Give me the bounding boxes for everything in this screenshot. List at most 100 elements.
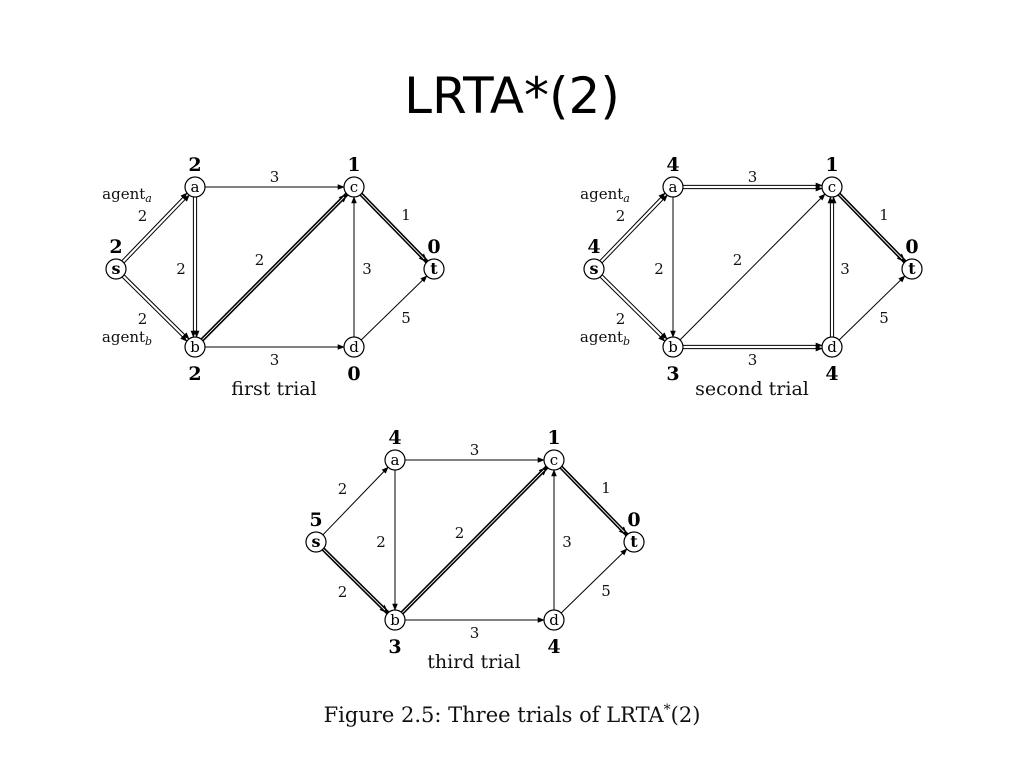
node-circle-d xyxy=(343,336,365,358)
edge-b-d-trial-2 xyxy=(683,342,823,352)
node-c-trial-3: c1 xyxy=(543,427,565,471)
node-circle-s xyxy=(105,258,127,280)
caption-suffix: (2) xyxy=(670,703,701,727)
node-s-trial-3: s5 xyxy=(305,509,327,553)
edge-b-c-trial-3-highlight xyxy=(401,469,545,614)
node-circle-a xyxy=(384,449,406,471)
edge-s-a-trial-1-stroke xyxy=(121,192,188,262)
node-label-s: s xyxy=(111,259,120,278)
node-circle-b xyxy=(184,336,206,358)
node-label-d: d xyxy=(549,611,559,629)
edge-weight-a-b-trial-1: 2 xyxy=(176,260,186,278)
node-label-a: a xyxy=(391,451,400,469)
node-c-trial-2: c1 xyxy=(821,154,843,198)
edge-s-a-trial-3 xyxy=(322,466,389,536)
edge-weight-s-b-trial-2: 2 xyxy=(616,310,626,328)
node-label-s: s xyxy=(589,259,598,278)
edge-d-t-trial-3 xyxy=(560,548,628,614)
edge-s-b-trial-1-stroke xyxy=(123,274,190,340)
edge-weight-d-t-trial-2: 5 xyxy=(879,309,889,327)
trial-label-1: first trial xyxy=(231,378,316,400)
edge-weight-b-d-trial-1: 3 xyxy=(270,351,280,369)
node-d-trial-3: d4 xyxy=(543,609,565,658)
edge-weight-s-b-trial-3: 2 xyxy=(338,583,348,601)
edge-b-c-trial-1-highlight xyxy=(201,196,345,341)
node-circle-s xyxy=(583,258,605,280)
node-circle-b xyxy=(662,336,684,358)
trial-label-3: third trial xyxy=(427,651,520,673)
heuristic-t-trial-1: 0 xyxy=(427,236,440,258)
edge-weight-b-c-trial-3: 2 xyxy=(455,524,465,542)
node-circle-t xyxy=(901,258,923,280)
edge-weight-b-c-trial-2: 2 xyxy=(733,251,743,269)
node-circle-a xyxy=(184,176,206,198)
edge-b-c-trial-1 xyxy=(200,192,349,342)
node-label-s: s xyxy=(311,532,320,551)
edge-s-b-trial-1 xyxy=(121,274,190,342)
node-t-trial-3: t0 xyxy=(623,509,645,553)
edge-weight-s-b-trial-1: 2 xyxy=(138,310,148,328)
node-label-c: c xyxy=(828,178,836,196)
heuristic-c-trial-1: 1 xyxy=(347,154,360,176)
edge-weight-a-b-trial-3: 2 xyxy=(376,533,386,551)
edge-a-b-trial-1 xyxy=(190,197,200,338)
heuristic-a-trial-1: 2 xyxy=(188,154,201,176)
edge-weight-c-t-trial-3: 1 xyxy=(601,479,611,497)
node-a-trial-3: a4 xyxy=(384,427,406,471)
edge-weight-s-a-trial-2: 2 xyxy=(616,207,626,225)
node-circle-c xyxy=(821,176,843,198)
edge-weight-d-t-trial-3: 5 xyxy=(601,582,611,600)
edge-d-c-trial-2 xyxy=(827,196,837,337)
node-circle-t xyxy=(623,531,645,553)
heuristic-t-trial-2: 0 xyxy=(905,236,918,258)
edge-weight-d-t-trial-1: 5 xyxy=(401,309,411,327)
edge-weight-b-c-trial-1: 2 xyxy=(255,251,265,269)
edge-s-b-trial-2-stroke xyxy=(599,276,666,342)
edge-weight-a-b-trial-2: 2 xyxy=(654,260,664,278)
node-circle-d xyxy=(821,336,843,358)
node-circle-t xyxy=(423,258,445,280)
edge-b-c-trial-3 xyxy=(400,465,549,615)
node-circle-c xyxy=(543,449,565,471)
node-label-d: d xyxy=(827,338,837,356)
edge-c-t-trial-3 xyxy=(559,465,629,537)
edge-weight-a-c-trial-2: 3 xyxy=(748,168,758,186)
edge-s-b-trial-3-highlight xyxy=(322,548,386,611)
edge-s-a-trial-2-stroke xyxy=(601,194,668,264)
edge-c-t-trial-2-highlight xyxy=(838,193,903,260)
edge-d-t-trial-2 xyxy=(838,275,906,341)
agent-b-label-trial-1: agentb xyxy=(102,328,152,348)
edge-weight-b-d-trial-2: 3 xyxy=(748,351,758,369)
node-b-trial-3: b3 xyxy=(384,609,406,658)
edge-weight-c-t-trial-1: 1 xyxy=(401,206,411,224)
heuristic-s-trial-2: 4 xyxy=(587,236,600,258)
node-a-trial-1: a2 xyxy=(184,154,206,198)
heuristic-d-trial-3: 4 xyxy=(547,636,560,658)
caption-prefix: Figure 2.5: Three trials of LRTA xyxy=(323,703,664,727)
agent-a-label-trial-2: agenta xyxy=(580,185,630,205)
heuristic-d-trial-1: 0 xyxy=(347,363,360,385)
node-circle-c xyxy=(343,176,365,198)
node-d-trial-1: d0 xyxy=(343,336,365,385)
caption-star: * xyxy=(663,702,671,718)
node-label-d: d xyxy=(349,338,359,356)
edge-s-b-trial-2 xyxy=(599,274,668,342)
edge-weight-a-c-trial-1: 3 xyxy=(270,168,280,186)
edge-s-a-trial-2-stroke xyxy=(599,192,666,262)
node-label-a: a xyxy=(191,178,200,196)
figure-caption: Figure 2.5: Three trials of LRTA*(2) xyxy=(0,695,1024,730)
edge-s-a-trial-1 xyxy=(121,192,190,264)
edge-weight-a-c-trial-3: 3 xyxy=(470,441,480,459)
slide-title: LRTA*(2) xyxy=(404,67,620,125)
edge-c-t-trial-3-highlight xyxy=(560,466,625,533)
node-t-trial-2: t0 xyxy=(901,236,923,280)
heuristic-c-trial-2: 1 xyxy=(825,154,838,176)
agent-a-label-trial-1: agenta xyxy=(102,185,152,205)
heuristic-a-trial-2: 4 xyxy=(666,154,679,176)
edge-c-t-trial-2 xyxy=(837,192,907,264)
edge-a-c-trial-2 xyxy=(683,182,823,192)
node-label-t: t xyxy=(430,259,438,278)
edge-weight-s-a-trial-3: 2 xyxy=(338,480,348,498)
node-label-c: c xyxy=(550,451,558,469)
